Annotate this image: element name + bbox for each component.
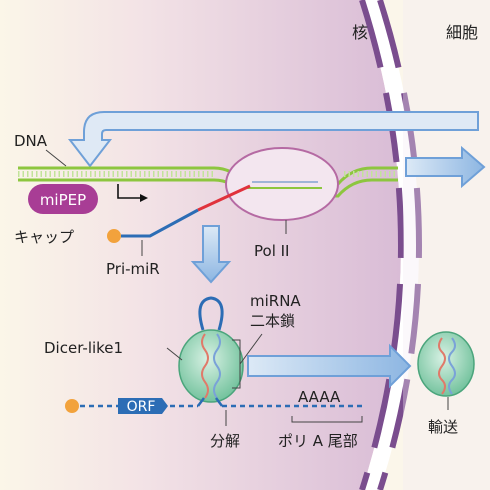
polya-label: ポリ A 尾部 [278,432,358,450]
dicer-enzyme [178,329,244,403]
pri-mir-blue [121,208,199,238]
cytoplasm-region [403,0,490,490]
transport-arrow [247,343,412,389]
dicer-leader [166,347,183,361]
dna-label: DNA [14,132,48,150]
outer-membrane [377,0,422,490]
dna-leader [45,149,67,167]
dicer-label: Dicer-like1 [44,339,123,357]
mipep-label: miPEP [40,191,86,209]
orf-box [118,398,168,414]
mirna-leader [239,333,263,365]
cytoplasm-label: 細胞 [446,23,478,42]
decay-label: 分解 [210,432,240,450]
mipep-peptide [28,184,98,214]
cleavage-site [197,397,223,407]
cap-circle [107,229,121,243]
inner-membrane [359,0,404,490]
tss-arrowhead [140,194,148,202]
feedback-arrow [67,111,479,168]
nucleus-label: 核 [352,23,368,42]
polya-bracket [291,416,363,423]
processing-arrow [190,225,232,284]
pol2-enzyme [225,147,339,221]
tss-arrow [117,184,142,199]
export-arrow-top [405,145,486,189]
pol2-label: Pol II [254,242,289,260]
mirna-label-line1: miRNA [250,292,301,310]
exported-mirna-complex [417,331,475,397]
aaaa-label: AAAA [298,388,341,406]
mirna-label-line2: 二本鎖 [250,312,295,330]
hairpin-loop [198,296,224,331]
pri-mir-label: Pri-miR [106,260,160,278]
cap-label: キャップ [14,228,74,246]
mrna-cap [65,399,79,413]
transport-label: 輸送 [428,418,458,436]
orf-label: ORF [127,399,156,415]
pri-mir-red [197,184,251,212]
